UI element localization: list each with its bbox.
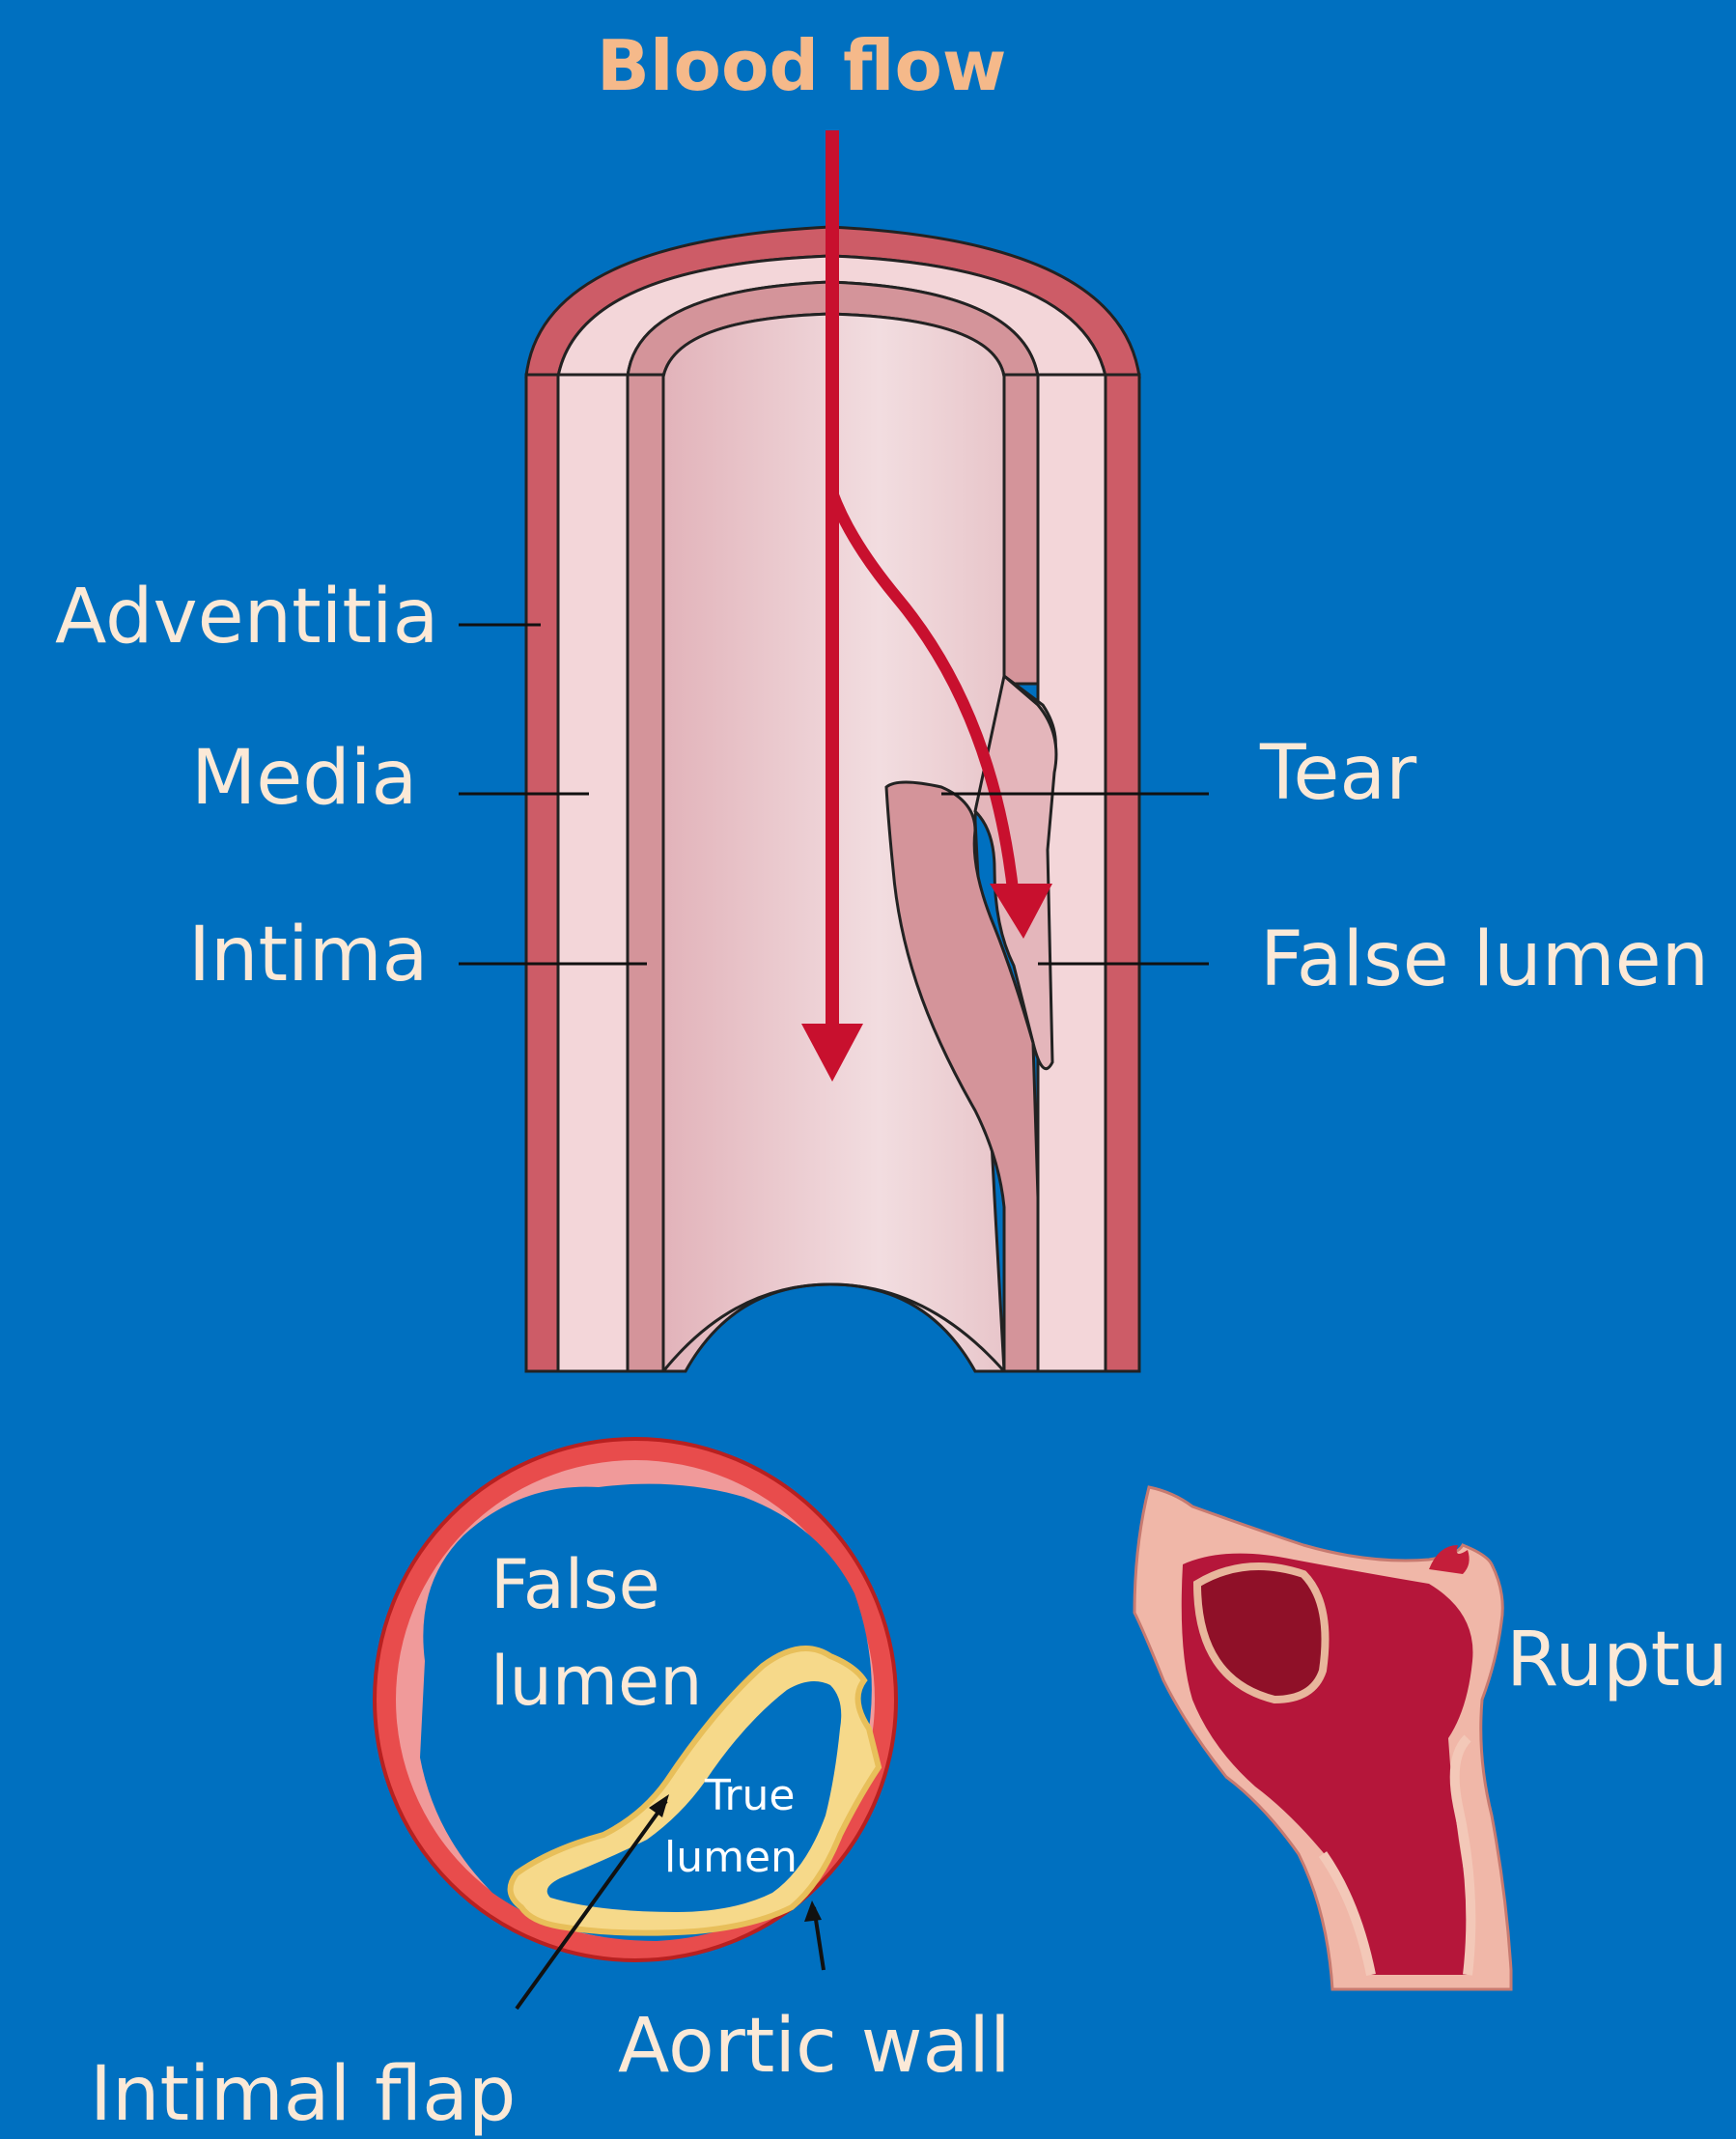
right-intima-upper [1004,375,1038,684]
left-adventitia [526,375,558,1371]
blood-flow-title: Blood flow [597,31,1006,100]
intimal-flap-label: Intimal flap [90,2057,516,2132]
rupture-label: Ruptu [1506,1622,1728,1698]
tear-label: Tear [1260,736,1416,811]
false-lumen-label: False lumen [1260,922,1709,998]
adventitia-label: Adventitia [55,579,438,655]
media-label: Media [191,741,417,816]
true-lumen-label-line1: True [705,1775,795,1817]
intima-label: Intima [188,917,428,993]
right-adventitia [1106,375,1139,1371]
cross-false-lumen-label-line1: False [490,1551,660,1618]
left-intima [628,375,663,1371]
left-media [558,375,628,1371]
true-lumen-label-line2: lumen [664,1837,798,1879]
cross-section [375,1439,896,2009]
aortic-wall-label: Aortic wall [618,2009,1011,2084]
rupture-illustration [1134,1487,1511,1989]
aortic-wall-arrowhead [804,1900,822,1922]
cross-false-lumen-label-line2: lumen [490,1647,702,1715]
